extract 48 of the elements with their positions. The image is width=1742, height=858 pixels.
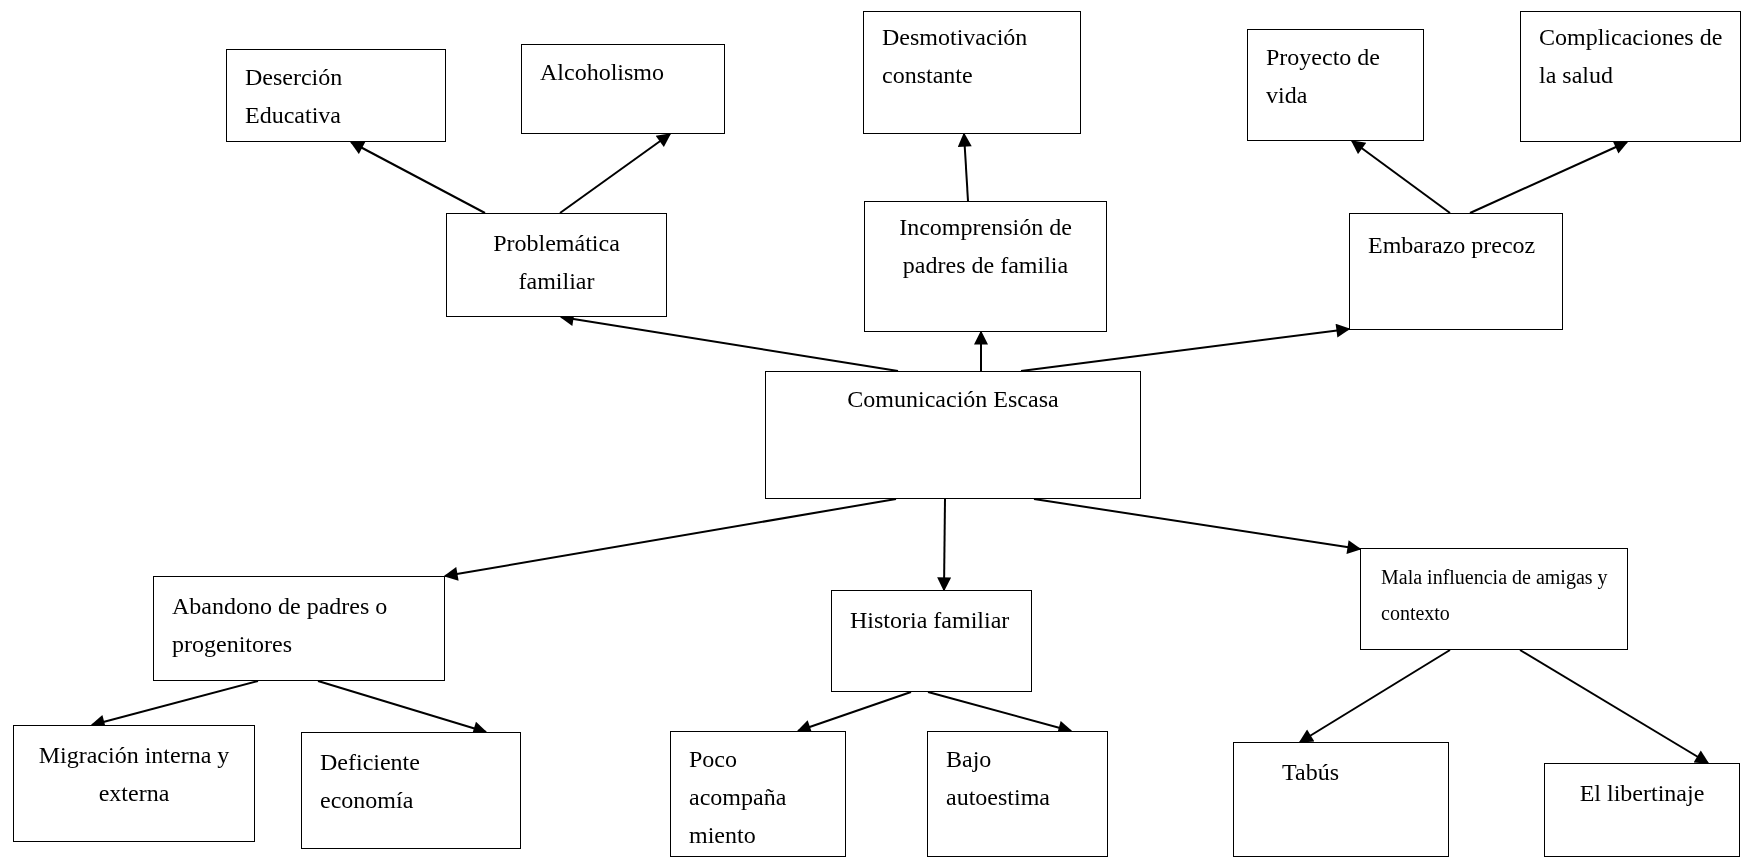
node-label: El libertinaje [1578, 779, 1706, 808]
text-box [670, 731, 846, 857]
node-label: Desmotivación constante [881, 23, 1029, 90]
text-box [1360, 548, 1628, 650]
text-box [521, 44, 725, 134]
node-label: Comunicación Escasa [846, 385, 1060, 414]
node-label: Deficiente economía [319, 748, 421, 815]
arrow [1519, 649, 1710, 764]
node-label: Bajo autoestima [945, 745, 1051, 812]
node-label: Proyecto de vida [1265, 43, 1381, 110]
text-box [863, 11, 1081, 134]
text-box [446, 213, 667, 317]
node-label: Incomprensión de padres de familia [898, 213, 1073, 280]
node-label: Mala influencia de amigas y contexto [1380, 565, 1609, 626]
node-label: Deserción Educativa [244, 63, 344, 130]
arrow [1033, 498, 1362, 554]
node-label: Abandono de padres o progenitores [171, 592, 389, 659]
arrow [443, 498, 897, 581]
node-label: Problemática familiar [492, 229, 621, 296]
text-box [1247, 29, 1424, 141]
text-box [831, 590, 1032, 692]
arrow [1469, 140, 1629, 214]
node-label: Embarazo precoz [1367, 231, 1537, 260]
text-box [1544, 763, 1740, 857]
text-box [1349, 213, 1563, 330]
node-label: Poco acompaña miento [688, 745, 788, 850]
text-box [301, 732, 521, 849]
arrow [937, 498, 952, 592]
node-label: Historia familiar [849, 606, 1011, 635]
node-label: Tabús [1281, 758, 1340, 787]
node-label: Alcoholismo [539, 58, 665, 87]
text-box [1233, 742, 1449, 857]
arrow [957, 132, 972, 202]
text-box [765, 371, 1141, 499]
arrow [349, 141, 486, 214]
text-box [864, 201, 1107, 332]
arrow [1350, 140, 1451, 214]
arrow [974, 330, 988, 372]
node-label: Migración interna y externa [37, 741, 231, 808]
text-box [153, 576, 445, 681]
text-box [1520, 11, 1741, 142]
text-box [927, 731, 1108, 857]
arrow [559, 133, 672, 214]
text-box [226, 49, 446, 142]
arrow [1298, 649, 1451, 743]
arrow [1020, 323, 1351, 372]
text-box [13, 725, 255, 842]
node-label: Complicaciones de la salud [1538, 23, 1724, 90]
